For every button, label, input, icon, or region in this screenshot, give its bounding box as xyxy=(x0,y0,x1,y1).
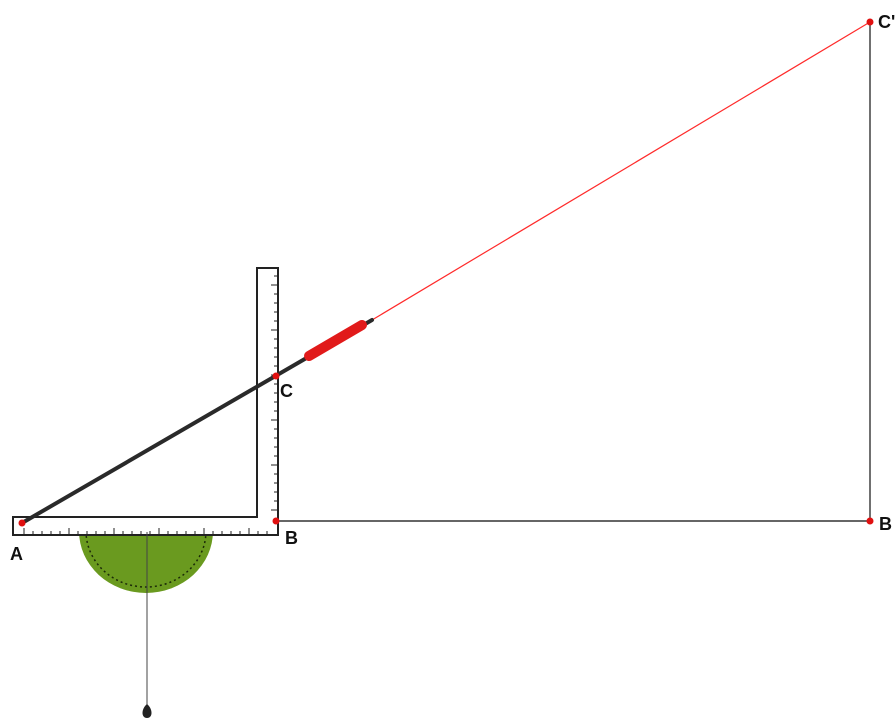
ruler-ticks-vertical xyxy=(271,275,278,511)
plumb-bob xyxy=(142,704,152,718)
point-c-far xyxy=(866,18,874,26)
point-b-far xyxy=(866,517,874,525)
label-a: A xyxy=(10,544,23,564)
plumb-line xyxy=(142,532,152,718)
point-a xyxy=(18,519,26,527)
protractor-half-disc xyxy=(79,531,213,593)
label-b-far: B xyxy=(879,514,892,534)
carpenter-square xyxy=(12,267,279,536)
laser-pointer xyxy=(304,320,367,361)
point-b xyxy=(272,517,280,525)
laser-line xyxy=(371,21,871,321)
label-b: B xyxy=(285,528,298,548)
ruler-ticks-horizontal xyxy=(23,528,268,535)
protractor-scale-arc xyxy=(85,530,207,588)
points xyxy=(18,18,874,527)
label-c-far: C' xyxy=(878,12,895,32)
protractor xyxy=(79,530,213,593)
label-c: C xyxy=(280,381,293,401)
point-c xyxy=(272,372,280,380)
square-body xyxy=(12,267,279,536)
